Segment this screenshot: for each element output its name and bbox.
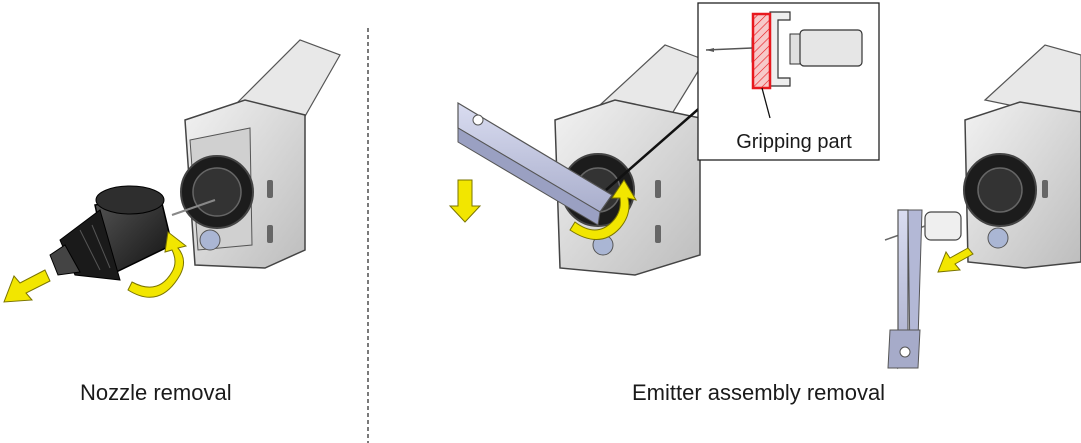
left-panel xyxy=(3,39,341,303)
caption-nozzle-removal: Nozzle removal xyxy=(80,380,232,405)
tweezers-tool xyxy=(457,101,613,226)
tweezers-vertical xyxy=(887,209,923,370)
gripping-part-highlight xyxy=(751,12,772,90)
device-body-middle xyxy=(554,44,706,276)
device-body-left xyxy=(171,39,341,269)
right-panel xyxy=(448,2,880,276)
gripping-part-label: Gripping part xyxy=(736,131,852,153)
far-right-panel xyxy=(884,44,1081,370)
caption-emitter-removal: Emitter assembly removal xyxy=(632,380,886,405)
nozzle-left xyxy=(49,185,173,281)
arrow-icon xyxy=(3,269,51,303)
arrow-icon xyxy=(937,247,974,273)
rotate-arrow-icon xyxy=(569,179,638,240)
arrow-icon xyxy=(448,179,482,223)
device-body-right xyxy=(963,44,1081,269)
inset-box xyxy=(697,2,880,161)
emitter-assembly xyxy=(884,211,962,241)
rotate-arrow-icon xyxy=(127,231,188,298)
